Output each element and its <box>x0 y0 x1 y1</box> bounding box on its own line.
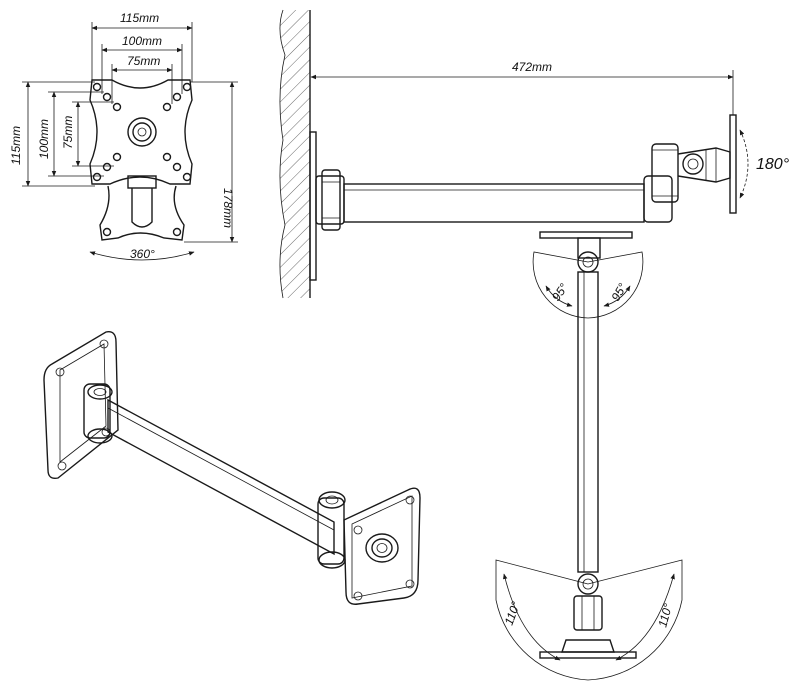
dim-width-100: 100mm <box>122 34 162 48</box>
arm-side-view: 472mm 180° <box>279 9 790 299</box>
angle-swivel-360: 360° <box>130 247 155 261</box>
vesa-plate-front-view: 115mm 100mm 75mm 115mm 100mm 75mm 178mm … <box>9 11 238 261</box>
arm-isometric-view <box>43 331 421 605</box>
angle-pivot-left-110: 110° <box>502 600 523 627</box>
angle-rotation-180: 180° <box>756 156 790 173</box>
dim-width-115: 115mm <box>120 11 159 25</box>
dim-height-115: 115mm <box>9 126 23 165</box>
angle-tilt-left-95: 95° <box>549 281 571 304</box>
dim-height-100: 100mm <box>37 119 51 159</box>
vesa-hole-group <box>92 82 192 237</box>
angle-tilt-right-95: 95° <box>608 281 629 304</box>
dim-width-75: 75mm <box>127 54 160 68</box>
arm-front-view: 95° 95° 110° 110° <box>495 231 683 681</box>
dim-arm-length-472: 472mm <box>512 60 552 74</box>
dim-height-75: 75mm <box>61 116 75 149</box>
dim-height-178: 178mm <box>221 188 235 228</box>
angle-pivot-right-110: 110° <box>655 602 675 629</box>
